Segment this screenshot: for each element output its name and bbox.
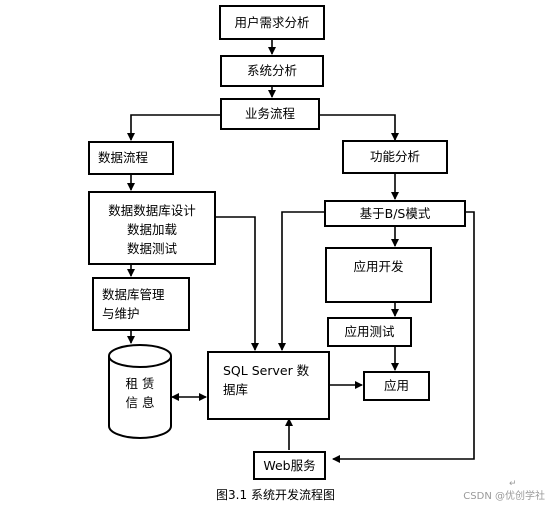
node-function-analysis-label: 功能分析	[369, 149, 420, 164]
node-sql-server-line-2: 据库	[223, 382, 249, 397]
node-business-flow: 业务流程	[220, 98, 320, 130]
node-sql-server: SQL Server 数 据库	[207, 351, 330, 420]
node-system-analysis: 系统分析	[220, 55, 324, 87]
arrow-dbdesign-to-sql	[215, 216, 259, 351]
arrow-bs-to-sql	[278, 211, 324, 351]
node-database-design-line-2: 数据加载	[126, 222, 177, 237]
arrow-business-to-function	[320, 114, 399, 141]
node-database-design-line-1: 数据数据库设计	[108, 203, 196, 218]
node-user-requirement: 用户需求分析	[219, 5, 325, 40]
node-web-service: Web服务	[253, 451, 326, 480]
node-bs-mode: 基于B/S模式	[324, 200, 466, 227]
node-web-service-label: Web服务	[263, 458, 316, 473]
node-business-flow-label: 业务流程	[244, 106, 295, 121]
arrow-business-to-dataflow	[127, 114, 220, 141]
node-bs-mode-label: 基于B/S模式	[359, 206, 431, 221]
node-lease-info-line-1: 租 赁	[125, 376, 155, 391]
node-sql-server-line-1: SQL Server 数	[223, 363, 310, 378]
node-application-label: 应用	[383, 378, 409, 393]
node-system-analysis-label: 系统分析	[246, 63, 297, 78]
node-db-management-line-2: 与维护	[102, 306, 140, 321]
node-app-test-label: 应用测试	[344, 324, 395, 339]
node-function-analysis: 功能分析	[342, 140, 448, 174]
node-app-development-label: 应用开发	[353, 259, 404, 274]
paragraph-mark-icon: ↵	[509, 479, 517, 489]
node-app-test: 应用测试	[327, 317, 412, 347]
node-db-management-line-1: 数据库管理	[102, 287, 165, 302]
node-application: 应用	[363, 371, 430, 401]
node-database-design: 数据数据库设计 数据加载 数据测试	[88, 191, 216, 265]
lease-info-cylinder-shape	[108, 344, 172, 439]
node-lease-info-line-2: 信 息	[125, 395, 155, 410]
figure-caption: 图3.1 系统开发流程图	[216, 488, 335, 502]
node-data-flow: 数据流程	[88, 141, 174, 175]
node-user-requirement-label: 用户需求分析	[234, 15, 310, 30]
node-lease-info: 租 赁 信 息	[109, 374, 171, 412]
arrow-bs-to-web	[332, 211, 475, 463]
node-database-design-line-3: 数据测试	[126, 241, 177, 256]
node-db-management: 数据库管理 与维护	[92, 277, 190, 331]
node-app-development: 应用开发	[325, 247, 432, 303]
node-data-flow-label: 数据流程	[98, 150, 149, 165]
watermark: CSDN @优创学社	[463, 491, 545, 502]
